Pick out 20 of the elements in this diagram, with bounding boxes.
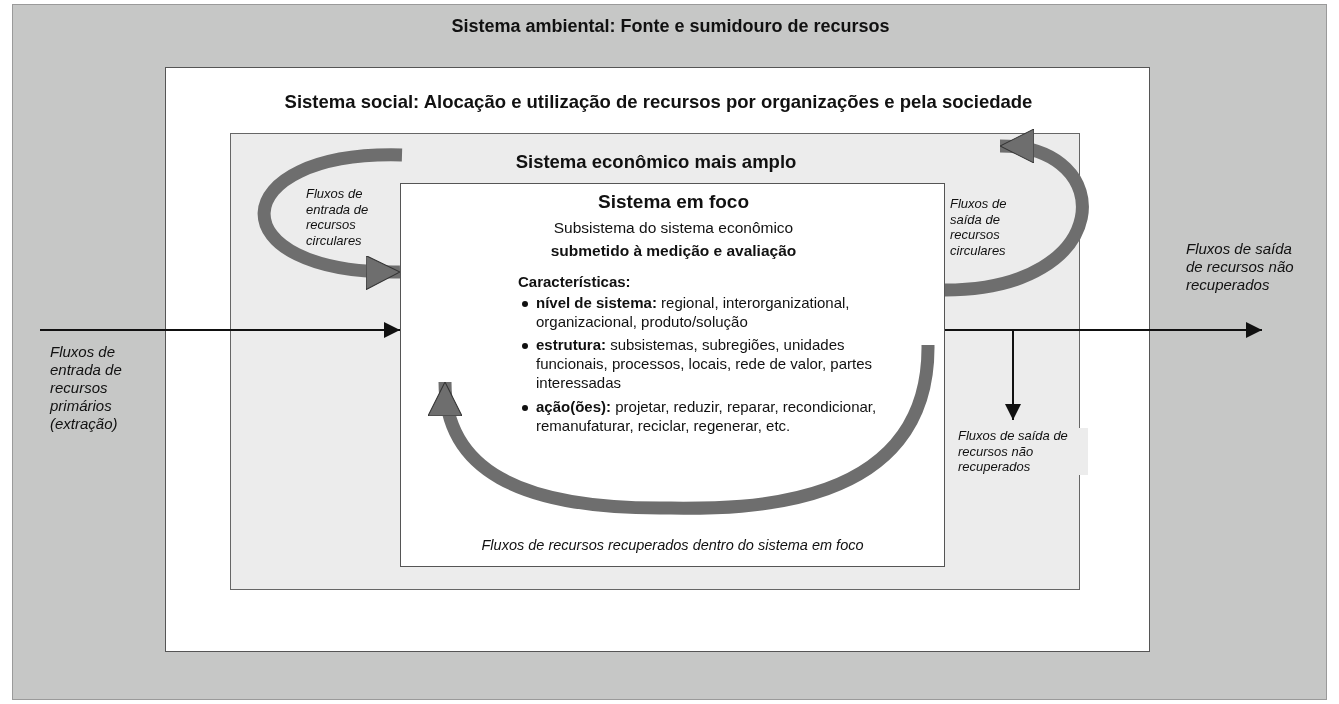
list-item: estrutura: subsistemas, subregiões, unidades funcionais, processos, locais, rede de valor, partes interessadas — [536, 336, 873, 393]
curved-arrow — [257, 148, 403, 289]
curved-arrow — [430, 344, 935, 515]
arrow — [944, 329, 1021, 421]
box-title: Sistema econômico mais amplo — [514, 150, 798, 174]
box-title: Sistema social: Alocação e utilização de recursos por organizações e pela sociedade — [283, 90, 1034, 114]
edge-label: Fluxos de saída de recursos não recuperados — [958, 428, 1088, 475]
economic-system-box — [230, 133, 1080, 590]
list-heading: Características: — [518, 273, 632, 292]
list-item: ação(ões): projetar, reduzir, reparar, recondicionar, remanufaturar, reciclar, regenerar, etc. — [536, 398, 878, 436]
band-title: Sistema ambiental: Fonte e sumidouro de recursos — [450, 15, 891, 38]
focus-system-box — [400, 183, 945, 567]
curved-arrow — [944, 132, 1089, 297]
box-title: Sistema em foco — [597, 190, 750, 214]
subtitle-text: Subsistema do sistema econômico — [552, 218, 795, 238]
arrow — [39, 322, 401, 338]
subtitle-text: submetido à medição e avaliação — [549, 241, 798, 261]
social-system-box — [165, 67, 1150, 652]
list-item: nível de sistema: regional, interorganizational, organizacional, produto/solução — [536, 294, 851, 332]
environment-band — [12, 4, 1327, 700]
